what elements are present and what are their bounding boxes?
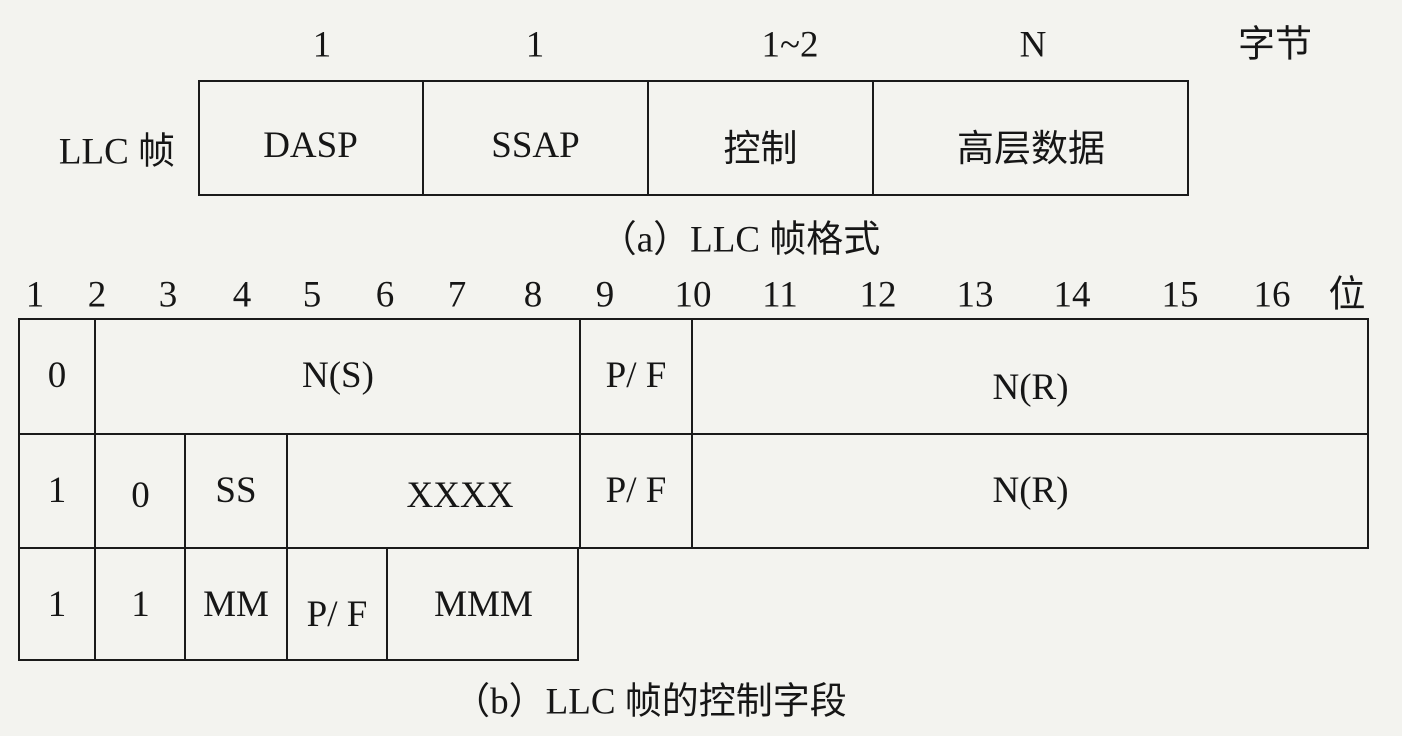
row-3-box [18, 547, 579, 661]
row2-ss: SS [215, 470, 257, 511]
row3-mm: MM [203, 583, 269, 625]
byte-size-dasp: 1 [312, 24, 332, 66]
field-ssap: SSAP [491, 124, 580, 166]
byte-size-control: 1~2 [761, 24, 819, 66]
field-dasp: DASP [263, 124, 358, 166]
caption-b: （b）LLC 帧的控制字段 [453, 681, 847, 723]
row3-mmm: MMM [434, 583, 533, 625]
bit-number: 9 [595, 274, 615, 316]
bit-number: 10 [674, 274, 712, 316]
divider [18, 433, 1369, 435]
row1-nr: N(R) [992, 367, 1069, 408]
bit-number: 8 [523, 274, 543, 316]
bit-number: 7 [447, 274, 467, 316]
bit-number: 13 [956, 274, 994, 316]
bit-number: 5 [302, 274, 322, 316]
caption-a: （a）LLC 帧格式 [599, 219, 881, 261]
bit-number: 12 [859, 274, 897, 316]
row3-bit1: 1 [47, 583, 67, 625]
bit-unit-label: 位 [1328, 274, 1366, 316]
row1-ns: N(S) [302, 355, 374, 396]
bit-number: 3 [158, 274, 178, 316]
row2-bit1: 1 [47, 470, 67, 511]
bit-number: 16 [1253, 274, 1291, 316]
byte-size-ssap: 1 [525, 24, 545, 66]
llc-frame-label: LLC 帧 [58, 131, 176, 173]
divider [422, 80, 424, 196]
field-control: 控制 [723, 129, 798, 170]
bit-number: 15 [1161, 274, 1199, 316]
field-upper-data: 高层数据 [957, 129, 1105, 170]
bit-number: 14 [1053, 274, 1091, 316]
row2-nr: N(R) [992, 470, 1069, 511]
divider [386, 547, 388, 661]
divider [184, 433, 186, 661]
divider [94, 318, 96, 661]
divider [579, 318, 581, 549]
divider [647, 80, 649, 196]
row2-bit2: 0 [131, 475, 150, 516]
row2-xxxx: XXXX [406, 475, 514, 516]
divider [286, 433, 288, 661]
bit-number: 6 [375, 274, 395, 316]
row1-pf: P/ F [605, 355, 667, 396]
frame-box [198, 80, 1189, 196]
bit-number: 4 [232, 274, 252, 316]
divider [872, 80, 874, 196]
row1-type-bit: 0 [47, 355, 67, 396]
bit-number: 1 [25, 274, 45, 316]
bit-number: 11 [762, 274, 798, 316]
row3-pf: P/ F [306, 593, 368, 635]
byte-unit-label: 字节 [1238, 24, 1312, 66]
row3-bit2: 1 [131, 583, 150, 625]
divider [691, 318, 693, 549]
bit-number: 2 [87, 274, 107, 316]
byte-size-data: N [1019, 24, 1047, 66]
row2-pf: P/ F [605, 470, 667, 511]
